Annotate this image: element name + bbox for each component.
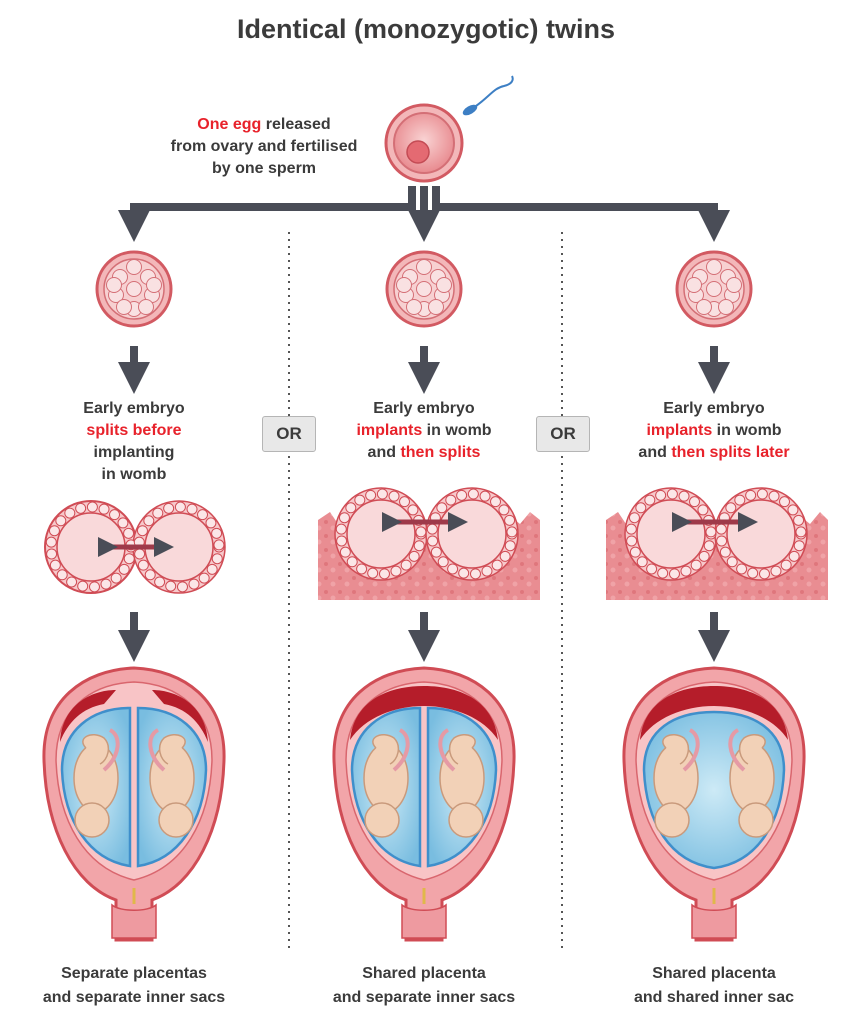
column-center-line1: Early embryo: [373, 400, 475, 417]
early-embryo-right: [675, 250, 753, 328]
caption-center-line1: Shared placenta: [362, 965, 486, 982]
implanted-split-right: [606, 487, 828, 600]
column-left-text: Early embryo splits before implanting in…: [44, 398, 224, 486]
early-embryo-left: [95, 250, 173, 328]
column-center-text: Early embryo implants in womb and then s…: [334, 398, 514, 464]
column-left-red: splits before: [86, 422, 182, 439]
egg-text-line3: by one sperm: [211, 160, 317, 177]
split-double-arrows: [98, 512, 758, 557]
column-right-line2-rest: in womb: [712, 422, 782, 439]
split-arrows: [118, 186, 730, 242]
implanted-split-center: [318, 487, 540, 600]
column-left-line1: Early embryo: [83, 400, 185, 417]
column-center-line3: and: [367, 444, 401, 461]
column-right-line1: Early embryo: [663, 400, 765, 417]
caption-right-line1: Shared placenta: [652, 965, 776, 982]
womb-shared-placenta-shared-sac: [622, 666, 806, 942]
column-right-text: Early embryo implants in womb and then s…: [614, 398, 814, 464]
or-badge-right: OR: [536, 416, 590, 452]
egg-text-line2: from ovary and fertilised: [170, 138, 358, 155]
or-badge-left: OR: [262, 416, 316, 452]
column-right-line3: and: [638, 444, 672, 461]
column-center-line2-rest: in womb: [422, 422, 492, 439]
caption-right: Shared placenta and shared inner sac: [594, 962, 834, 1010]
caption-right-line2: and shared inner sac: [633, 989, 795, 1006]
caption-left: Separate placentas and separate inner sa…: [14, 962, 254, 1010]
caption-left-line1: Separate placentas: [61, 965, 207, 982]
column-left-line2-rest: implanting: [93, 444, 175, 461]
column-right-red: implants: [646, 422, 713, 439]
column-center-line3-red: then splits: [400, 444, 481, 461]
column-center-red: implants: [356, 422, 423, 439]
caption-left-line2: and separate inner sacs: [42, 989, 226, 1006]
caption-center: Shared placenta and separate inner sacs: [304, 962, 544, 1010]
egg-description: One egg released from ovary and fertilis…: [146, 114, 382, 180]
egg-text-rest: released: [261, 116, 331, 133]
early-embryo-center: [385, 250, 463, 328]
sperm-icon: [462, 75, 514, 116]
column-right-line3-red: then splits later: [671, 444, 790, 461]
down-arrows: [118, 346, 730, 662]
womb-separate-placentas: [42, 666, 226, 942]
caption-center-line2: and separate inner sacs: [332, 989, 516, 1006]
diagram-title: Identical (monozygotic) twins: [236, 14, 615, 44]
column-left-line3: in womb: [101, 466, 167, 483]
egg-red-text: One egg: [197, 116, 262, 133]
fertilised-egg: [384, 103, 464, 183]
womb-shared-placenta-separate-sacs: [332, 666, 516, 942]
